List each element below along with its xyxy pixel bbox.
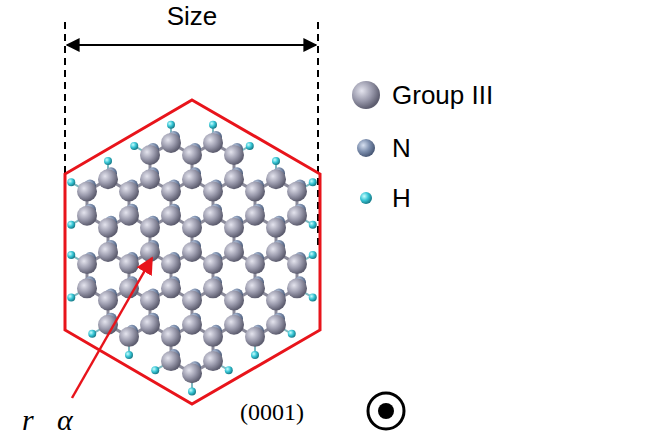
group-iii-atom xyxy=(287,278,307,298)
h-atom xyxy=(309,221,317,229)
group-iii-atom xyxy=(224,218,244,238)
group-iii-atom xyxy=(224,315,244,335)
position-arrow xyxy=(72,258,152,398)
h-atom xyxy=(151,366,159,374)
h-atom xyxy=(272,157,280,165)
group-iii-atom xyxy=(224,290,244,310)
group-iii-atom xyxy=(224,169,244,189)
group-iii-atom xyxy=(287,181,307,201)
group-iii-atom xyxy=(161,181,181,201)
group-iii-atom xyxy=(245,206,265,226)
legend-sphere xyxy=(357,139,375,157)
direction-label: (0001) xyxy=(240,400,304,424)
legend-sphere xyxy=(360,192,372,204)
h-atom xyxy=(309,178,317,186)
group-iii-atom xyxy=(119,254,139,274)
group-iii-atom xyxy=(77,181,97,201)
group-iii-atom xyxy=(287,254,307,274)
group-iii-atom xyxy=(224,242,244,262)
group-iii-atom xyxy=(266,218,286,238)
group-iii-atom xyxy=(203,133,223,153)
group-iii-atom xyxy=(266,290,286,310)
h-atom xyxy=(125,351,133,359)
group-iii-atom xyxy=(119,327,139,347)
group-iii-atom xyxy=(161,278,181,298)
h-atom xyxy=(88,330,96,338)
hexagon-outline xyxy=(65,100,320,404)
group-iii-atom xyxy=(119,206,139,226)
h-atom xyxy=(104,157,112,165)
h-atom xyxy=(188,387,196,395)
group-iii-atom xyxy=(77,206,97,226)
group-iii-atom xyxy=(161,254,181,274)
group-iii-atom xyxy=(182,169,202,189)
group-iii-atom xyxy=(140,290,160,310)
group-iii-atom xyxy=(140,145,160,165)
legend-text: N xyxy=(392,135,411,161)
group-iii-atom xyxy=(182,363,202,383)
group-iii-atom xyxy=(182,290,202,310)
group-iii-atom xyxy=(287,206,307,226)
h-atom xyxy=(209,121,217,129)
group-iii-atom xyxy=(161,351,181,371)
h-atom xyxy=(246,142,254,150)
group-iii-atom xyxy=(182,242,202,262)
h-atom xyxy=(225,366,233,374)
group-iii-atom xyxy=(182,315,202,335)
h-atom xyxy=(309,251,317,259)
group-iii-atom xyxy=(161,206,181,226)
group-iii-atom xyxy=(266,169,286,189)
legend-sphere xyxy=(352,81,380,109)
group-iii-atom xyxy=(77,278,97,298)
group-iii-atom xyxy=(161,327,181,347)
h-atom xyxy=(67,221,75,229)
group-iii-atom xyxy=(203,351,223,371)
legend-text: Group III xyxy=(392,82,493,108)
group-iii-atom xyxy=(182,218,202,238)
h-atom xyxy=(67,293,75,301)
h-atom xyxy=(67,178,75,186)
group-iii-atom xyxy=(203,206,223,226)
group-iii-atom xyxy=(182,145,202,165)
h-atom xyxy=(167,121,175,129)
group-iii-atom xyxy=(224,145,244,165)
h-atom xyxy=(67,251,75,259)
group-iii-atom xyxy=(245,254,265,274)
legend-text: H xyxy=(392,185,411,211)
group-iii-atom xyxy=(245,181,265,201)
group-iii-atom xyxy=(140,169,160,189)
group-iii-atom xyxy=(98,290,118,310)
group-iii-atom xyxy=(140,218,160,238)
dimension-arrow xyxy=(67,44,316,46)
h-atom xyxy=(288,330,296,338)
h-atom xyxy=(251,351,259,359)
group-iii-atom xyxy=(203,254,223,274)
h-atom xyxy=(309,293,317,301)
group-iii-atom xyxy=(203,278,223,298)
group-iii-atom xyxy=(140,315,160,335)
vector-label: r⃗α xyxy=(22,405,73,435)
group-iii-atom xyxy=(266,242,286,262)
group-iii-atom xyxy=(119,181,139,201)
out-of-plane-symbol xyxy=(368,393,404,429)
group-iii-atom xyxy=(245,278,265,298)
out-of-plane-dot xyxy=(378,403,394,419)
group-iii-atom xyxy=(98,242,118,262)
group-iii-atom xyxy=(203,327,223,347)
group-iii-atom xyxy=(98,169,118,189)
h-atom xyxy=(130,142,138,150)
group-iii-atom xyxy=(98,218,118,238)
group-iii-atom xyxy=(161,133,181,153)
dimension-label: Size xyxy=(167,3,218,29)
group-iii-atom xyxy=(77,254,97,274)
group-iii-atom xyxy=(245,327,265,347)
group-iii-atom xyxy=(266,315,286,335)
group-iii-atom xyxy=(203,181,223,201)
